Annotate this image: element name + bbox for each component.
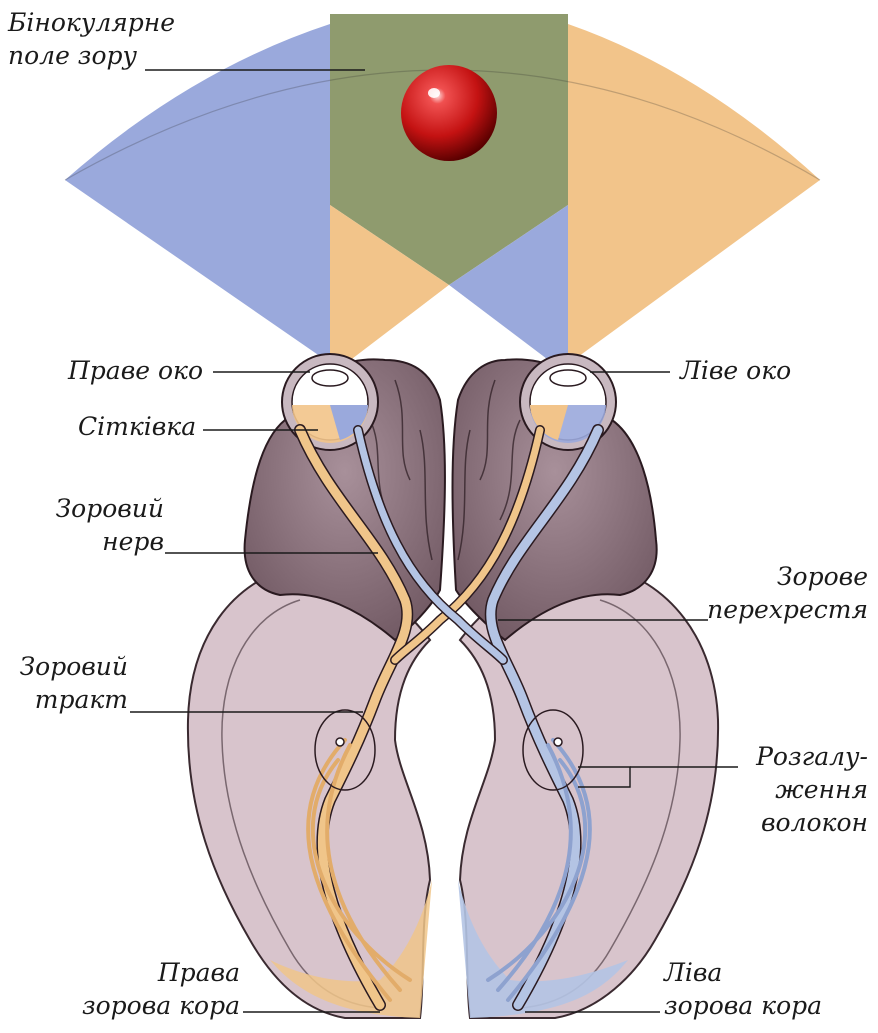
label-fiber-branching-line1: Розгалу- <box>738 740 868 773</box>
label-optic-tract: Зоровий тракт <box>10 650 128 716</box>
left-eye-field-orange <box>560 24 820 370</box>
label-optic-chiasm-line1: Зорове <box>690 560 868 593</box>
label-optic-chiasm-line2: перехрестя <box>690 593 868 626</box>
label-right-eye: Праве око <box>68 354 203 387</box>
label-optic-tract-line2: тракт <box>10 683 128 716</box>
label-fiber-branching-line3: волокон <box>738 806 868 839</box>
left-lgn-node <box>554 738 562 746</box>
label-left-cortex-line1: Ліва <box>664 956 822 989</box>
label-right-cortex-line1: Права <box>40 956 240 989</box>
label-optic-tract-line1: Зоровий <box>10 650 128 683</box>
label-optic-nerve-line2: нерв <box>40 525 164 558</box>
label-binocular-line2: поле зору <box>8 39 175 72</box>
label-left-eye: Ліве око <box>680 354 791 387</box>
label-retina: Сітківка <box>78 410 196 443</box>
label-fiber-branching: Розгалу- ження волокон <box>738 740 868 839</box>
label-optic-chiasm: Зорове перехрестя <box>690 560 868 626</box>
label-left-cortex-line2: зорова кора <box>664 989 822 1022</box>
label-optic-nerve: Зоровий нерв <box>40 492 164 558</box>
label-right-visual-cortex: Права зорова кора <box>40 956 240 1022</box>
label-binocular-line1: Бінокулярне <box>8 6 175 39</box>
label-fiber-branching-line2: ження <box>738 773 868 806</box>
label-left-visual-cortex: Ліва зорова кора <box>664 956 822 1022</box>
label-right-cortex-line2: зорова кора <box>40 989 240 1022</box>
observed-object-ball <box>401 65 497 161</box>
label-binocular-field: Бінокулярне поле зору <box>8 6 175 72</box>
left-lens <box>550 370 586 386</box>
right-lens <box>312 370 348 386</box>
right-lgn-node <box>336 738 344 746</box>
ball-highlight <box>428 88 440 98</box>
label-optic-nerve-line1: Зоровий <box>40 492 164 525</box>
cerebrum <box>188 565 718 1018</box>
right-eye-field-blue <box>65 24 340 370</box>
